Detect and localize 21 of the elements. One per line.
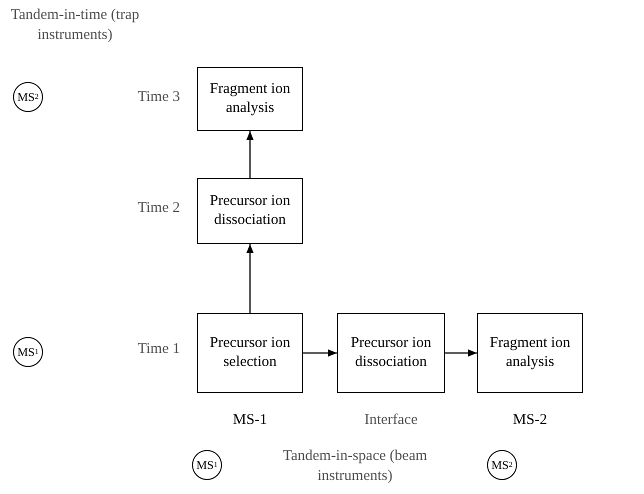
group-label: Tandem-in-time (trap instruments) — [10, 6, 140, 44]
node-caption: Interface — [363, 412, 419, 429]
node-caption: MS-2 — [512, 412, 548, 429]
process-box: Fragment ion analysis — [477, 313, 583, 393]
label-circle: MS$^{2}$ — [487, 450, 517, 480]
process-box: Precursor ion dissociation — [197, 178, 303, 244]
process-box: Precursor ion selection — [197, 313, 303, 393]
group-label: Tandem-in-space (beam instruments) — [282, 447, 428, 486]
node-caption: Time 1 — [136, 341, 180, 358]
process-box: Precursor ion dissociation — [337, 313, 445, 393]
arrow — [246, 244, 254, 313]
label-circle: MS$^{1}$ — [192, 450, 222, 480]
node-caption: Time 3 — [136, 89, 180, 106]
arrow — [303, 349, 337, 357]
node-caption: MS-1 — [232, 412, 268, 429]
label-circle: MS$^{1}$ — [13, 337, 43, 367]
node-caption: Time 2 — [136, 200, 180, 217]
label-circle: MS$^{2}$ — [13, 82, 43, 112]
arrow — [246, 131, 254, 178]
process-box: Fragment ion analysis — [197, 67, 303, 131]
arrow — [445, 349, 477, 357]
